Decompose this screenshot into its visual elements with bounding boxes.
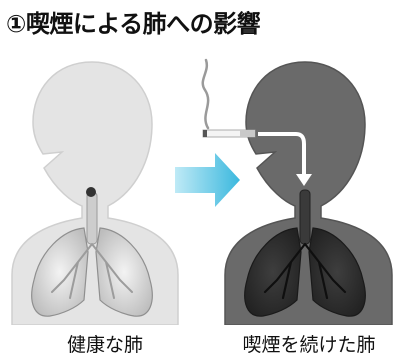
page-title: ①喫煙による肺への影響 [6, 10, 261, 38]
cigarette-icon [202, 129, 256, 138]
caption-smoker-lung: 喫煙を続けた肺 [242, 334, 376, 356]
diagram-illustration [11, 58, 393, 325]
smoker-left-lung [244, 227, 302, 317]
healthy-bronchi [51, 243, 133, 299]
healthy-trachea [86, 191, 98, 245]
smoker-trachea [299, 189, 311, 245]
smoke-flow-arrow [258, 132, 306, 178]
smoker-right-lung [308, 227, 366, 317]
healthy-right-lung [95, 227, 153, 317]
smoke-icon [201, 58, 210, 130]
healthy-figure [11, 61, 179, 325]
caption-healthy-lung: 健康な肺 [66, 334, 143, 356]
healthy-left-lung [31, 227, 89, 317]
transition-arrow [175, 153, 240, 207]
smoker-bronchi [263, 242, 347, 300]
healthy-larynx [86, 187, 96, 197]
smoker-figure [201, 58, 393, 325]
smoke-flow-arrowhead [296, 174, 312, 186]
